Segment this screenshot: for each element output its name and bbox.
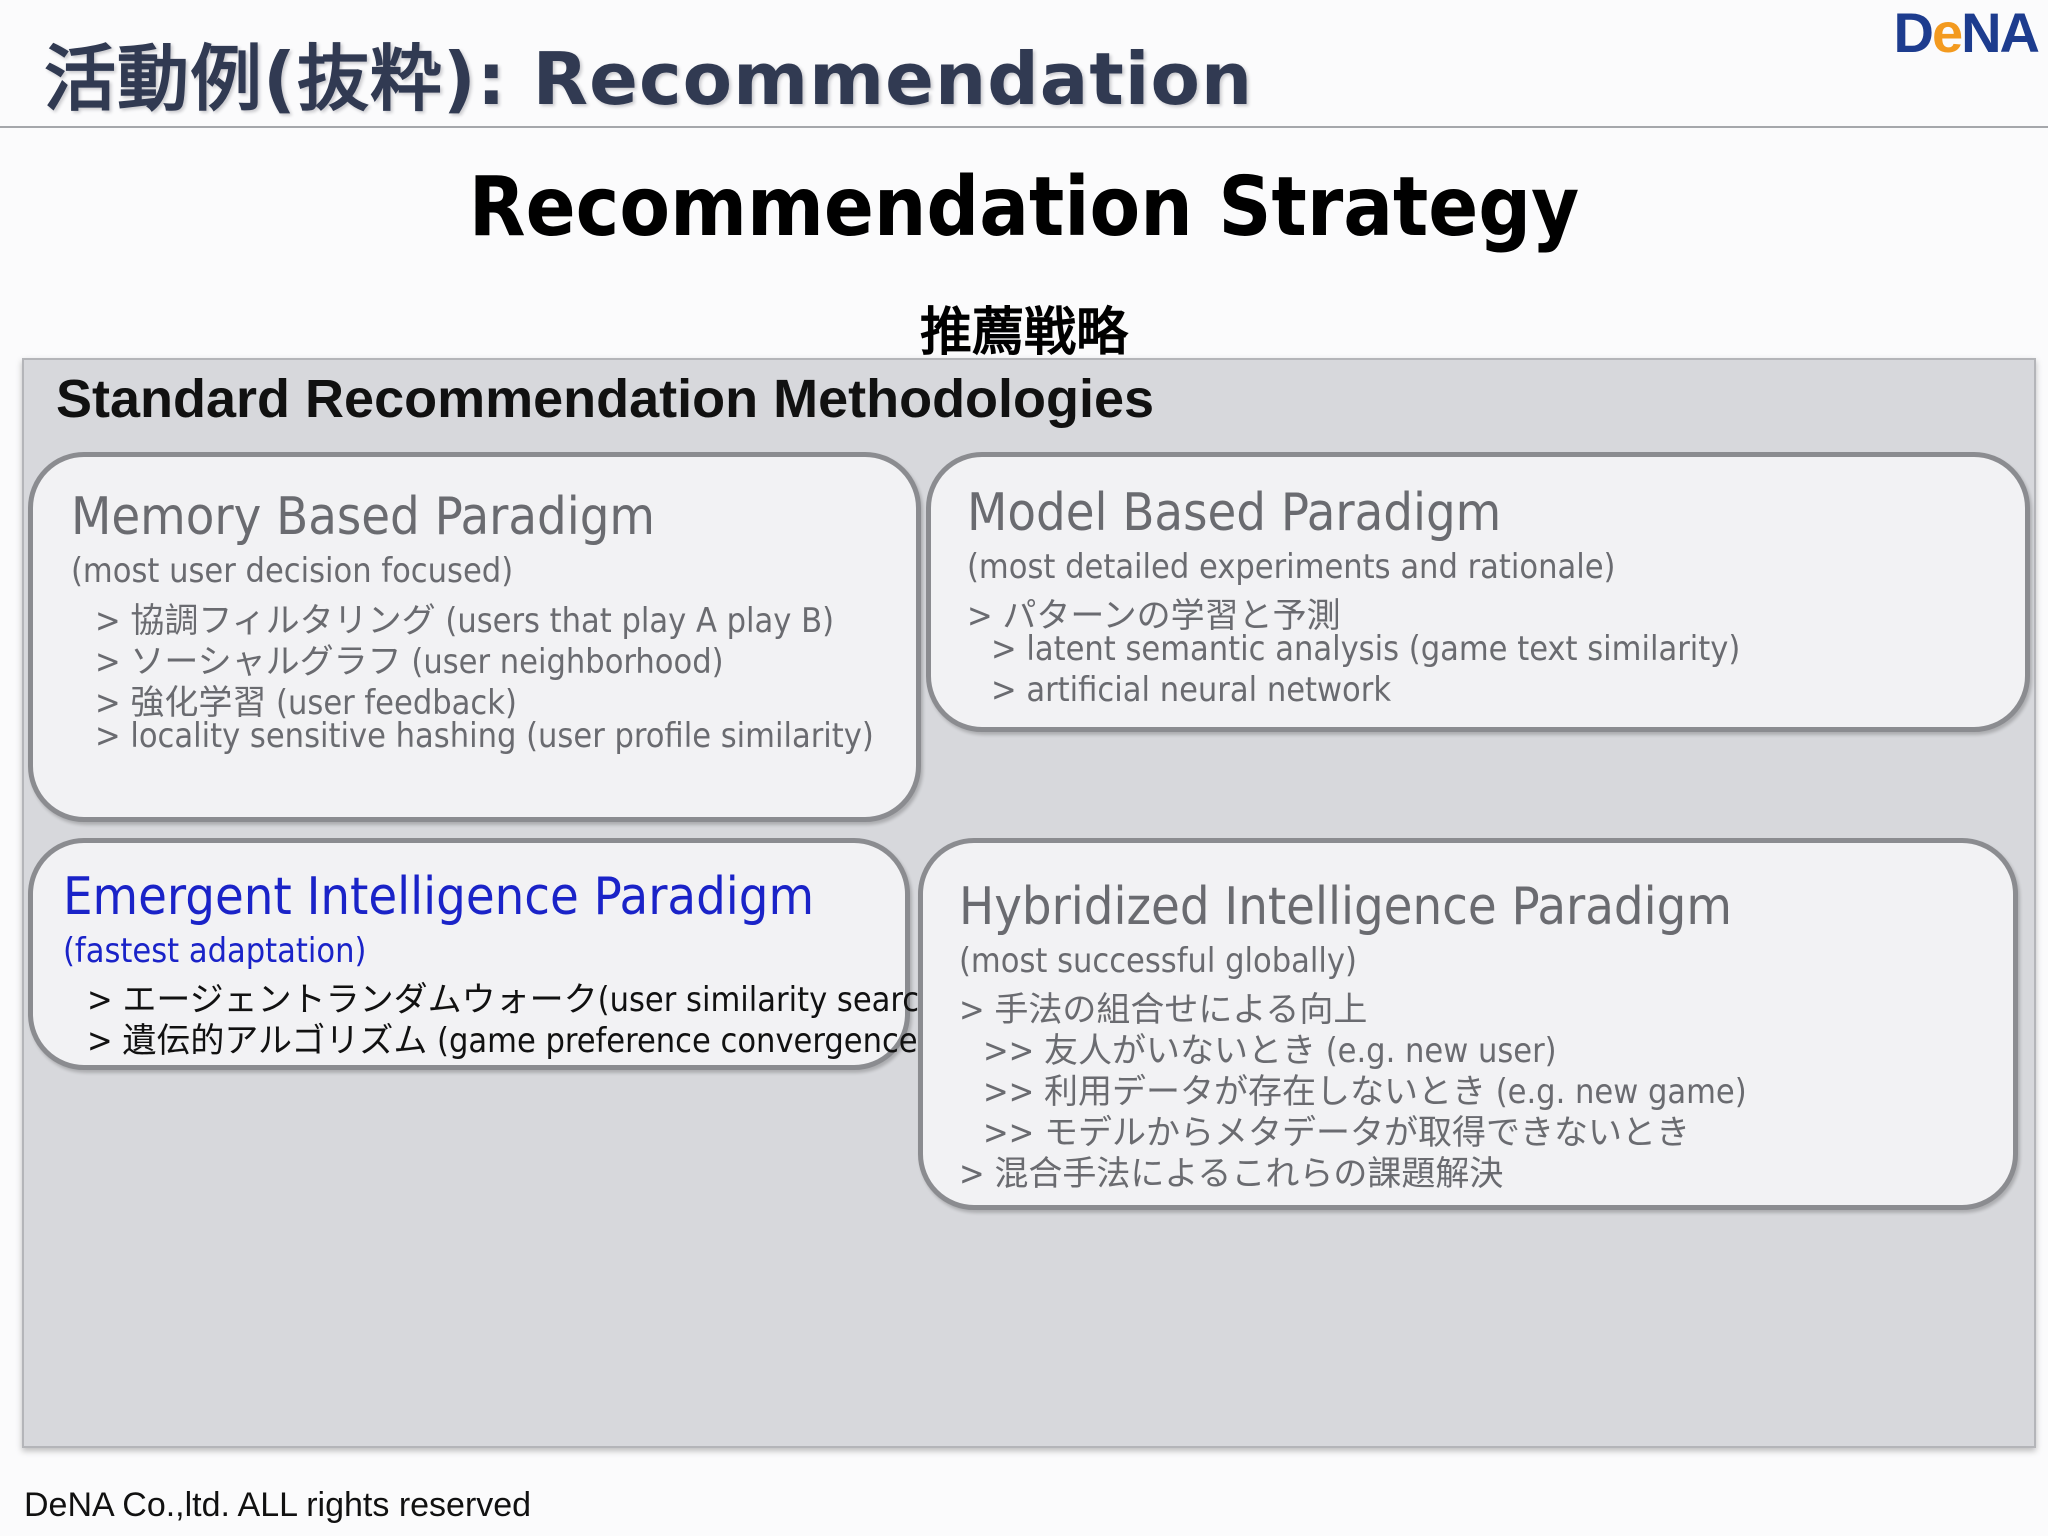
hybridized-intelligence-box: Hybridized Intelligence Paradigm (most s… bbox=[918, 838, 2018, 1210]
list-item: > 協調フィルタリング (users that play A play B) bbox=[95, 601, 835, 641]
list-item: > パターンの学習と予測 bbox=[967, 596, 1341, 636]
box-subtitle: (fastest adaptation) bbox=[63, 931, 367, 971]
copyright-footer: DeNA Co.,ltd. ALL rights reserved bbox=[24, 1486, 532, 1524]
list-item: > ソーシャルグラフ (user neighborhood) bbox=[95, 642, 724, 682]
box-title: Hybridized Intelligence Paradigm bbox=[959, 877, 1732, 937]
slide-title: 活動例(抜粋): Recommendation bbox=[44, 37, 1254, 121]
memory-based-box: Memory Based Paradigm (most user decisio… bbox=[28, 452, 921, 822]
model-based-box: Model Based Paradigm (most detailed expe… bbox=[926, 452, 2030, 732]
box-title: Memory Based Paradigm bbox=[71, 487, 656, 547]
list-item: >> 利用データが存在しないとき (e.g. new game) bbox=[983, 1072, 1747, 1112]
list-item: > 手法の組合せによる向上 bbox=[959, 990, 1368, 1030]
list-item: > 混合手法によるこれらの課題解決 bbox=[959, 1154, 1504, 1194]
list-item: >> 友人がいないとき (e.g. new user) bbox=[983, 1031, 1557, 1071]
list-item: > エージェントランダムウォーク(user similarity search) bbox=[87, 980, 951, 1020]
dena-logo: DeNA bbox=[1893, 1, 2040, 64]
box-subtitle: (most user decision focused) bbox=[71, 551, 514, 591]
sub-heading: 推薦戦略 bbox=[919, 303, 1128, 363]
list-item: > locality sensitive hashing (user profi… bbox=[95, 716, 874, 756]
list-item: >> モデルからメタデータが取得できないとき bbox=[983, 1113, 1690, 1153]
header-divider bbox=[0, 126, 2048, 128]
box-subtitle: (most detailed experiments and rationale… bbox=[967, 547, 1616, 587]
list-item: > latent semantic analysis (game text si… bbox=[991, 629, 1741, 669]
box-subtitle: (most successful globally) bbox=[959, 941, 1357, 981]
list-item: > 強化学習 (user feedback) bbox=[95, 683, 517, 723]
emergent-intelligence-box: Emergent Intelligence Paradigm (fastest … bbox=[28, 838, 950, 1070]
list-item: > 遺伝的アルゴリズム (game preference convergence… bbox=[87, 1021, 930, 1061]
box-title: Model Based Paradigm bbox=[967, 483, 1502, 543]
box-title: Emergent Intelligence Paradigm bbox=[63, 867, 815, 927]
main-heading: Recommendation Strategy bbox=[468, 160, 1580, 255]
panel-title: Standard Recommendation Methodologies bbox=[56, 369, 1155, 429]
list-item: > artificial neural network bbox=[991, 670, 1392, 710]
